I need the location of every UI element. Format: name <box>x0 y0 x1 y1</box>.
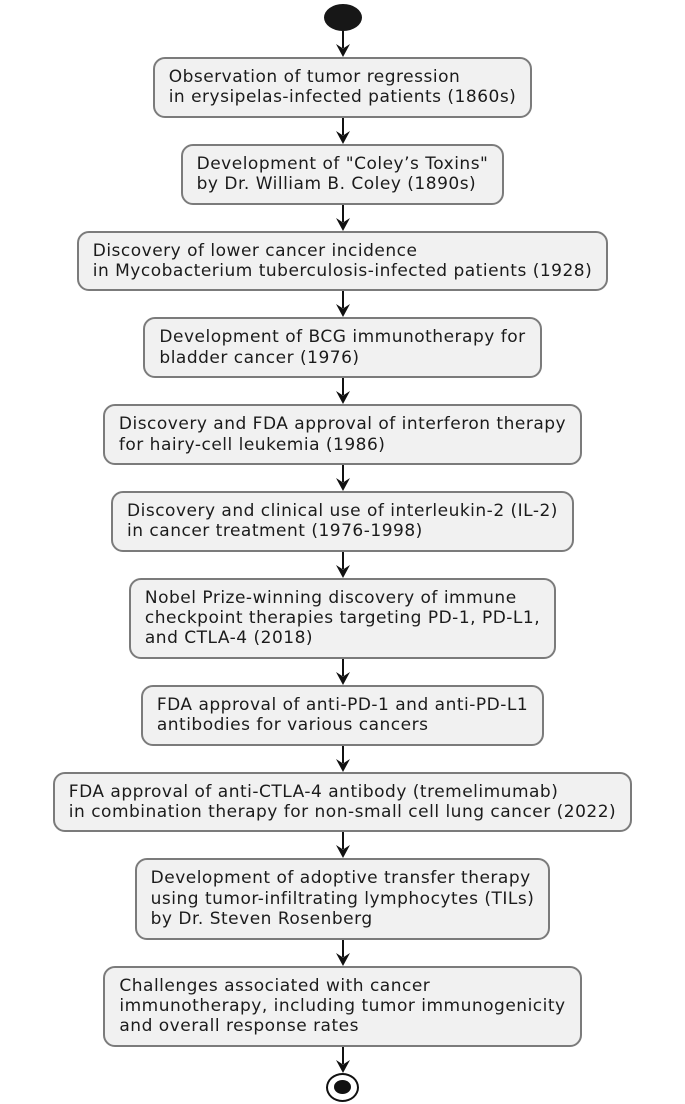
flow-arrow <box>335 31 350 57</box>
flow-arrow <box>335 832 350 859</box>
step-box-adoptive-transfer-tils: Development of adoptive transfer therapy… <box>134 858 551 940</box>
flow-arrow <box>335 464 350 491</box>
step-box-bcg-1976: Development of BCG immunotherapy for bla… <box>143 317 542 379</box>
flow-arrow <box>335 117 350 144</box>
step-box-observation-1860s: Observation of tumor regression in erysi… <box>152 57 533 118</box>
step-box-interferon-1986: Discovery and FDA approval of interferon… <box>102 404 583 465</box>
start-node <box>323 4 362 31</box>
flow-arrow <box>335 939 350 966</box>
end-node <box>326 1072 359 1102</box>
step-box-coleys-toxins-1890s: Development of "Coley’s Toxins" by Dr. W… <box>180 143 505 205</box>
flow-arrow <box>335 745 350 772</box>
flow-arrow <box>335 291 350 318</box>
flow-arrow <box>335 204 350 231</box>
flow-arrow <box>335 378 350 405</box>
step-box-interleukin2: Discovery and clinical use of interleuki… <box>111 490 574 552</box>
step-box-tuberculosis-1928: Discovery of lower cancer incidence in M… <box>76 230 609 292</box>
flow-arrow <box>335 658 350 685</box>
step-box-challenges: Challenges associated with cancer immuno… <box>103 965 582 1047</box>
end-node-dot <box>334 1080 351 1095</box>
step-box-pd1-antibodies: FDA approval of anti-PD-1 and anti-PD-L1… <box>140 684 545 746</box>
step-box-ctla4-tremelimumab-2022: FDA approval of anti-CTLA-4 antibody (tr… <box>52 771 633 833</box>
step-box-nobel-checkpoint-2018: Nobel Prize-winning discovery of immune … <box>128 577 557 659</box>
flow-arrow <box>335 1046 350 1073</box>
flow-arrow <box>335 551 350 578</box>
